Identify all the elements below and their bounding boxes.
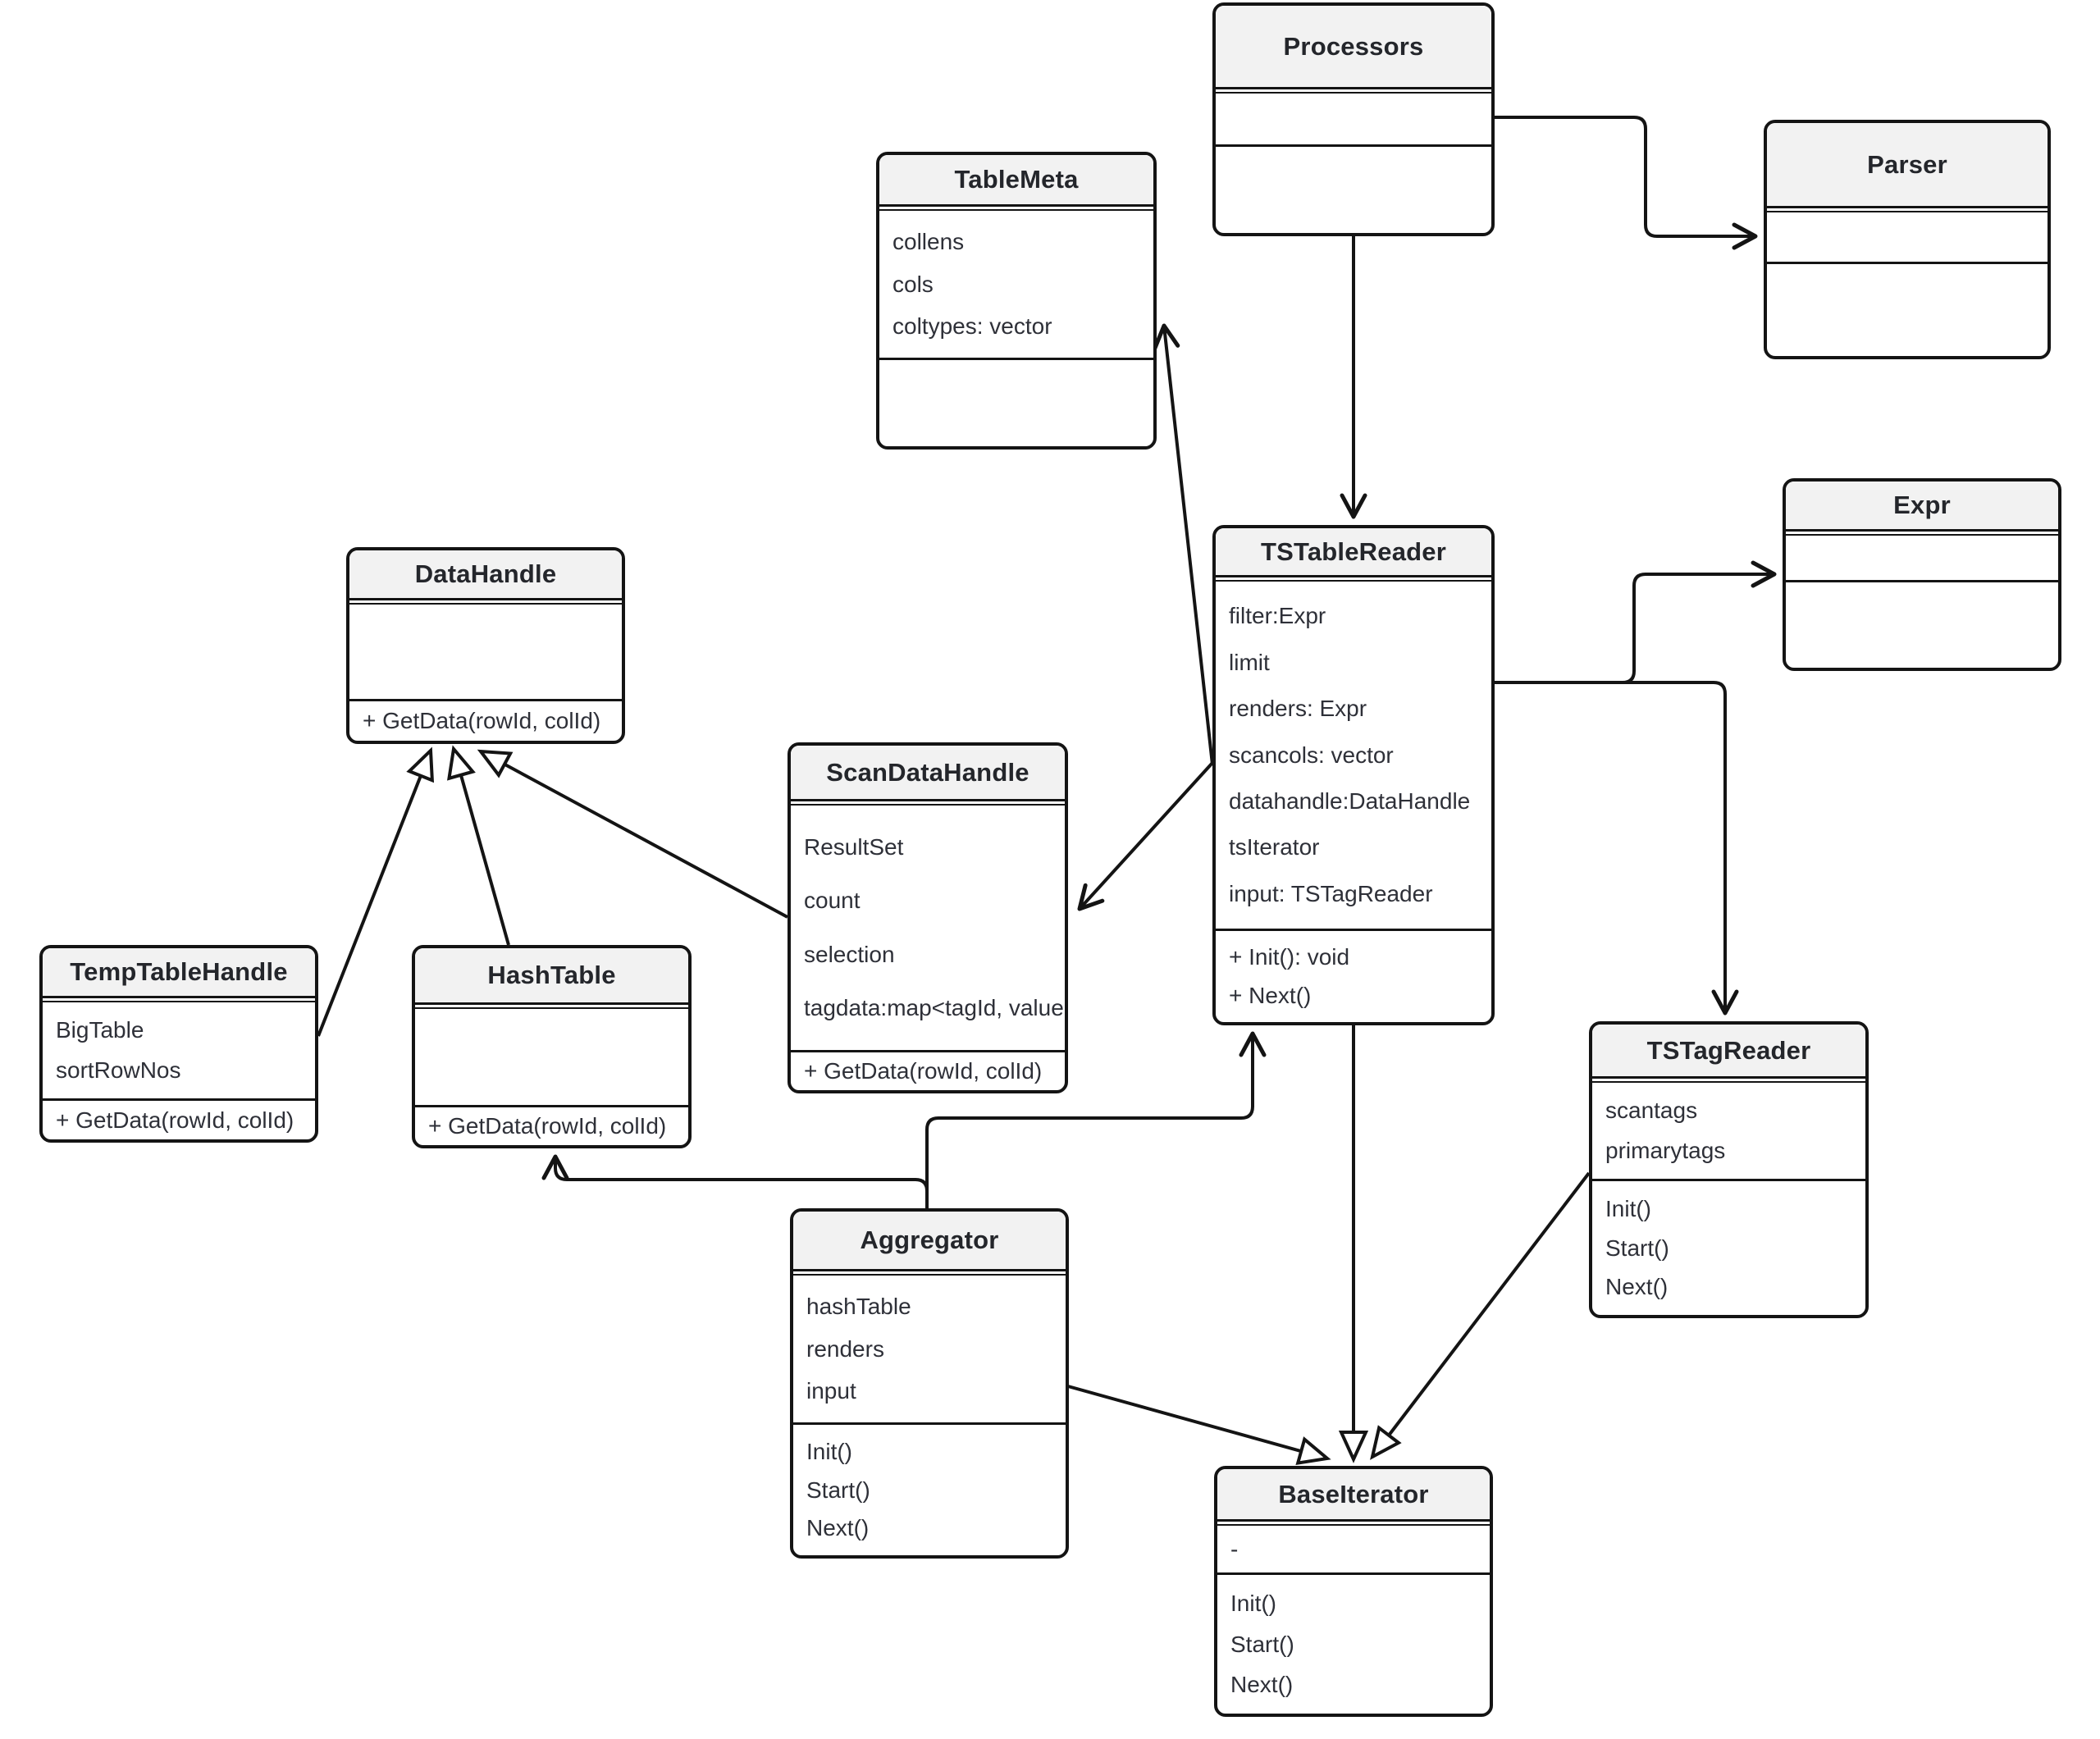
class-methods-expr — [1786, 580, 2058, 668]
class-box-datahandle[interactable]: DataHandle + GetData(rowId, colId) — [346, 547, 625, 744]
class-title-processors: Processors — [1216, 6, 1491, 89]
class-attributes-datahandle — [349, 603, 622, 699]
class-methods-processors — [1216, 144, 1491, 233]
attribute-row: collens — [892, 228, 965, 254]
class-attributes-expr — [1786, 534, 2058, 580]
class-methods-tstablereader: + Init(): void + Next() — [1216, 929, 1491, 1022]
attribute-row: count — [804, 888, 861, 914]
attribute-row: renders — [806, 1335, 884, 1362]
connector-tstablereader-to-tstagreader — [1495, 681, 1739, 1016]
method-row: + Init(): void — [1229, 944, 1350, 970]
attribute-row: coltypes: vector — [892, 313, 1052, 340]
connector-tstablereader-to-expr — [1495, 560, 1777, 684]
connector-aggregator-to-baseiterator — [1067, 1385, 1331, 1466]
class-box-hashtable[interactable]: HashTable + GetData(rowId, colId) — [412, 945, 692, 1148]
class-attributes-baseiterator: - — [1217, 1524, 1490, 1572]
class-title-temptablehandle: TempTableHandle — [43, 948, 315, 998]
class-title-tstagreader: TSTagReader — [1592, 1025, 1865, 1079]
method-row: Init() — [806, 1438, 852, 1464]
class-title-tablemeta: TableMeta — [879, 155, 1153, 207]
attribute-row: hashTable — [806, 1293, 911, 1319]
class-methods-hashtable: + GetData(rowId, colId) — [415, 1105, 688, 1145]
connector-tstagreader-to-baseiterator — [1370, 1171, 1591, 1460]
method-row: Start() — [806, 1477, 870, 1503]
attribute-row: primarytags — [1605, 1137, 1726, 1163]
class-attributes-tstagreader: scantags primarytags — [1592, 1081, 1865, 1179]
class-attributes-processors — [1216, 92, 1491, 144]
attribute-row: limit — [1229, 649, 1270, 675]
class-title-baseiterator: BaseIterator — [1217, 1469, 1490, 1522]
class-methods-aggregator: Init() Start() Next() — [793, 1422, 1066, 1555]
class-box-processors[interactable]: Processors — [1212, 2, 1495, 236]
attribute-row: BigTable — [56, 1017, 144, 1043]
class-box-parser[interactable]: Parser — [1764, 120, 2051, 359]
class-title-tstablereader: TSTableReader — [1216, 528, 1491, 577]
connector-aggregator-to-tstablereader — [925, 1031, 1267, 1208]
connector-hashtable-to-datahandle — [447, 745, 510, 946]
attribute-row: renders: Expr — [1229, 696, 1367, 722]
method-row: + GetData(rowId, colId) — [363, 708, 601, 733]
attribute-row: tagdata:map<tagId, value> — [804, 994, 1065, 1020]
method-row: + GetData(rowId, colId) — [56, 1107, 294, 1133]
class-attributes-hashtable — [415, 1007, 688, 1105]
attribute-row: ResultSet — [804, 834, 904, 860]
class-methods-temptablehandle: + GetData(rowId, colId) — [43, 1098, 315, 1139]
class-title-datahandle: DataHandle — [349, 550, 622, 600]
connector-temptablehandle-to-datahandle — [317, 746, 435, 1037]
class-attributes-scandatahandle: ResultSet count selection tagdata:map<tagId… — [791, 804, 1065, 1050]
class-box-expr[interactable]: Expr — [1783, 478, 2061, 671]
attribute-row: input: TSTagReader — [1229, 880, 1433, 906]
method-row: + GetData(rowId, colId) — [804, 1058, 1043, 1084]
attribute-row: scantags — [1605, 1098, 1698, 1124]
class-attributes-tablemeta: collens cols coltypes: vector — [879, 209, 1153, 358]
class-attributes-tstablereader: filter:Expr limit renders: Expr scancols: v… — [1216, 580, 1491, 929]
class-title-hashtable: HashTable — [415, 948, 688, 1005]
class-title-parser: Parser — [1767, 123, 2048, 208]
attribute-row: datahandle:DataHandle — [1229, 787, 1471, 814]
class-title-aggregator: Aggregator — [793, 1212, 1066, 1271]
class-title-expr: Expr — [1786, 482, 2058, 532]
attribute-row: input — [806, 1378, 856, 1404]
attribute-row: - — [1230, 1536, 1239, 1562]
method-row: Next() — [1605, 1274, 1669, 1300]
connector-processors-to-parser — [1495, 116, 1758, 250]
class-attributes-temptablehandle: BigTable sortRowNos — [43, 1001, 315, 1098]
class-attributes-aggregator: hashTable renders input — [793, 1274, 1066, 1422]
connector-scandatahandle-to-datahandle — [477, 749, 788, 919]
attribute-row: filter:Expr — [1229, 603, 1326, 629]
class-methods-datahandle: + GetData(rowId, colId) — [349, 699, 622, 741]
method-row: Init() — [1605, 1195, 1651, 1221]
class-methods-parser — [1767, 262, 2048, 356]
attribute-row: sortRowNos — [56, 1057, 181, 1083]
class-box-tablemeta[interactable]: TableMeta collens cols coltypes: vector — [876, 152, 1157, 450]
connector-tstablereader-to-tablemeta — [1153, 323, 1214, 765]
class-methods-scandatahandle: + GetData(rowId, colId) — [791, 1050, 1065, 1090]
attribute-row: selection — [804, 941, 895, 967]
class-box-tstablereader[interactable]: TSTableReader filter:Expr limit renders: Ex… — [1212, 525, 1495, 1025]
class-box-baseiterator[interactable]: BaseIterator - Init() Start() Next() — [1214, 1466, 1493, 1717]
method-row: Next() — [806, 1515, 870, 1541]
method-row: Init() — [1230, 1591, 1276, 1617]
method-row: Start() — [1230, 1631, 1294, 1657]
class-title-scandatahandle: ScanDataHandle — [791, 746, 1065, 801]
connector-tstablereader-to-scandatahandle — [1077, 761, 1214, 911]
attribute-row: scancols: vector — [1229, 742, 1394, 768]
method-row: + Next() — [1229, 982, 1312, 1008]
method-row: Start() — [1605, 1235, 1669, 1261]
method-row: Next() — [1230, 1671, 1294, 1697]
attribute-row: cols — [892, 271, 934, 297]
connector-aggregator-to-hashtable — [541, 1154, 929, 1208]
class-methods-tstagreader: Init() Start() Next() — [1592, 1179, 1865, 1315]
class-methods-baseiterator: Init() Start() Next() — [1217, 1572, 1490, 1714]
class-attributes-parser — [1767, 211, 2048, 262]
attribute-row: tsIterator — [1229, 834, 1320, 860]
method-row: + GetData(rowId, colId) — [428, 1113, 667, 1139]
class-methods-tablemeta — [879, 358, 1153, 446]
